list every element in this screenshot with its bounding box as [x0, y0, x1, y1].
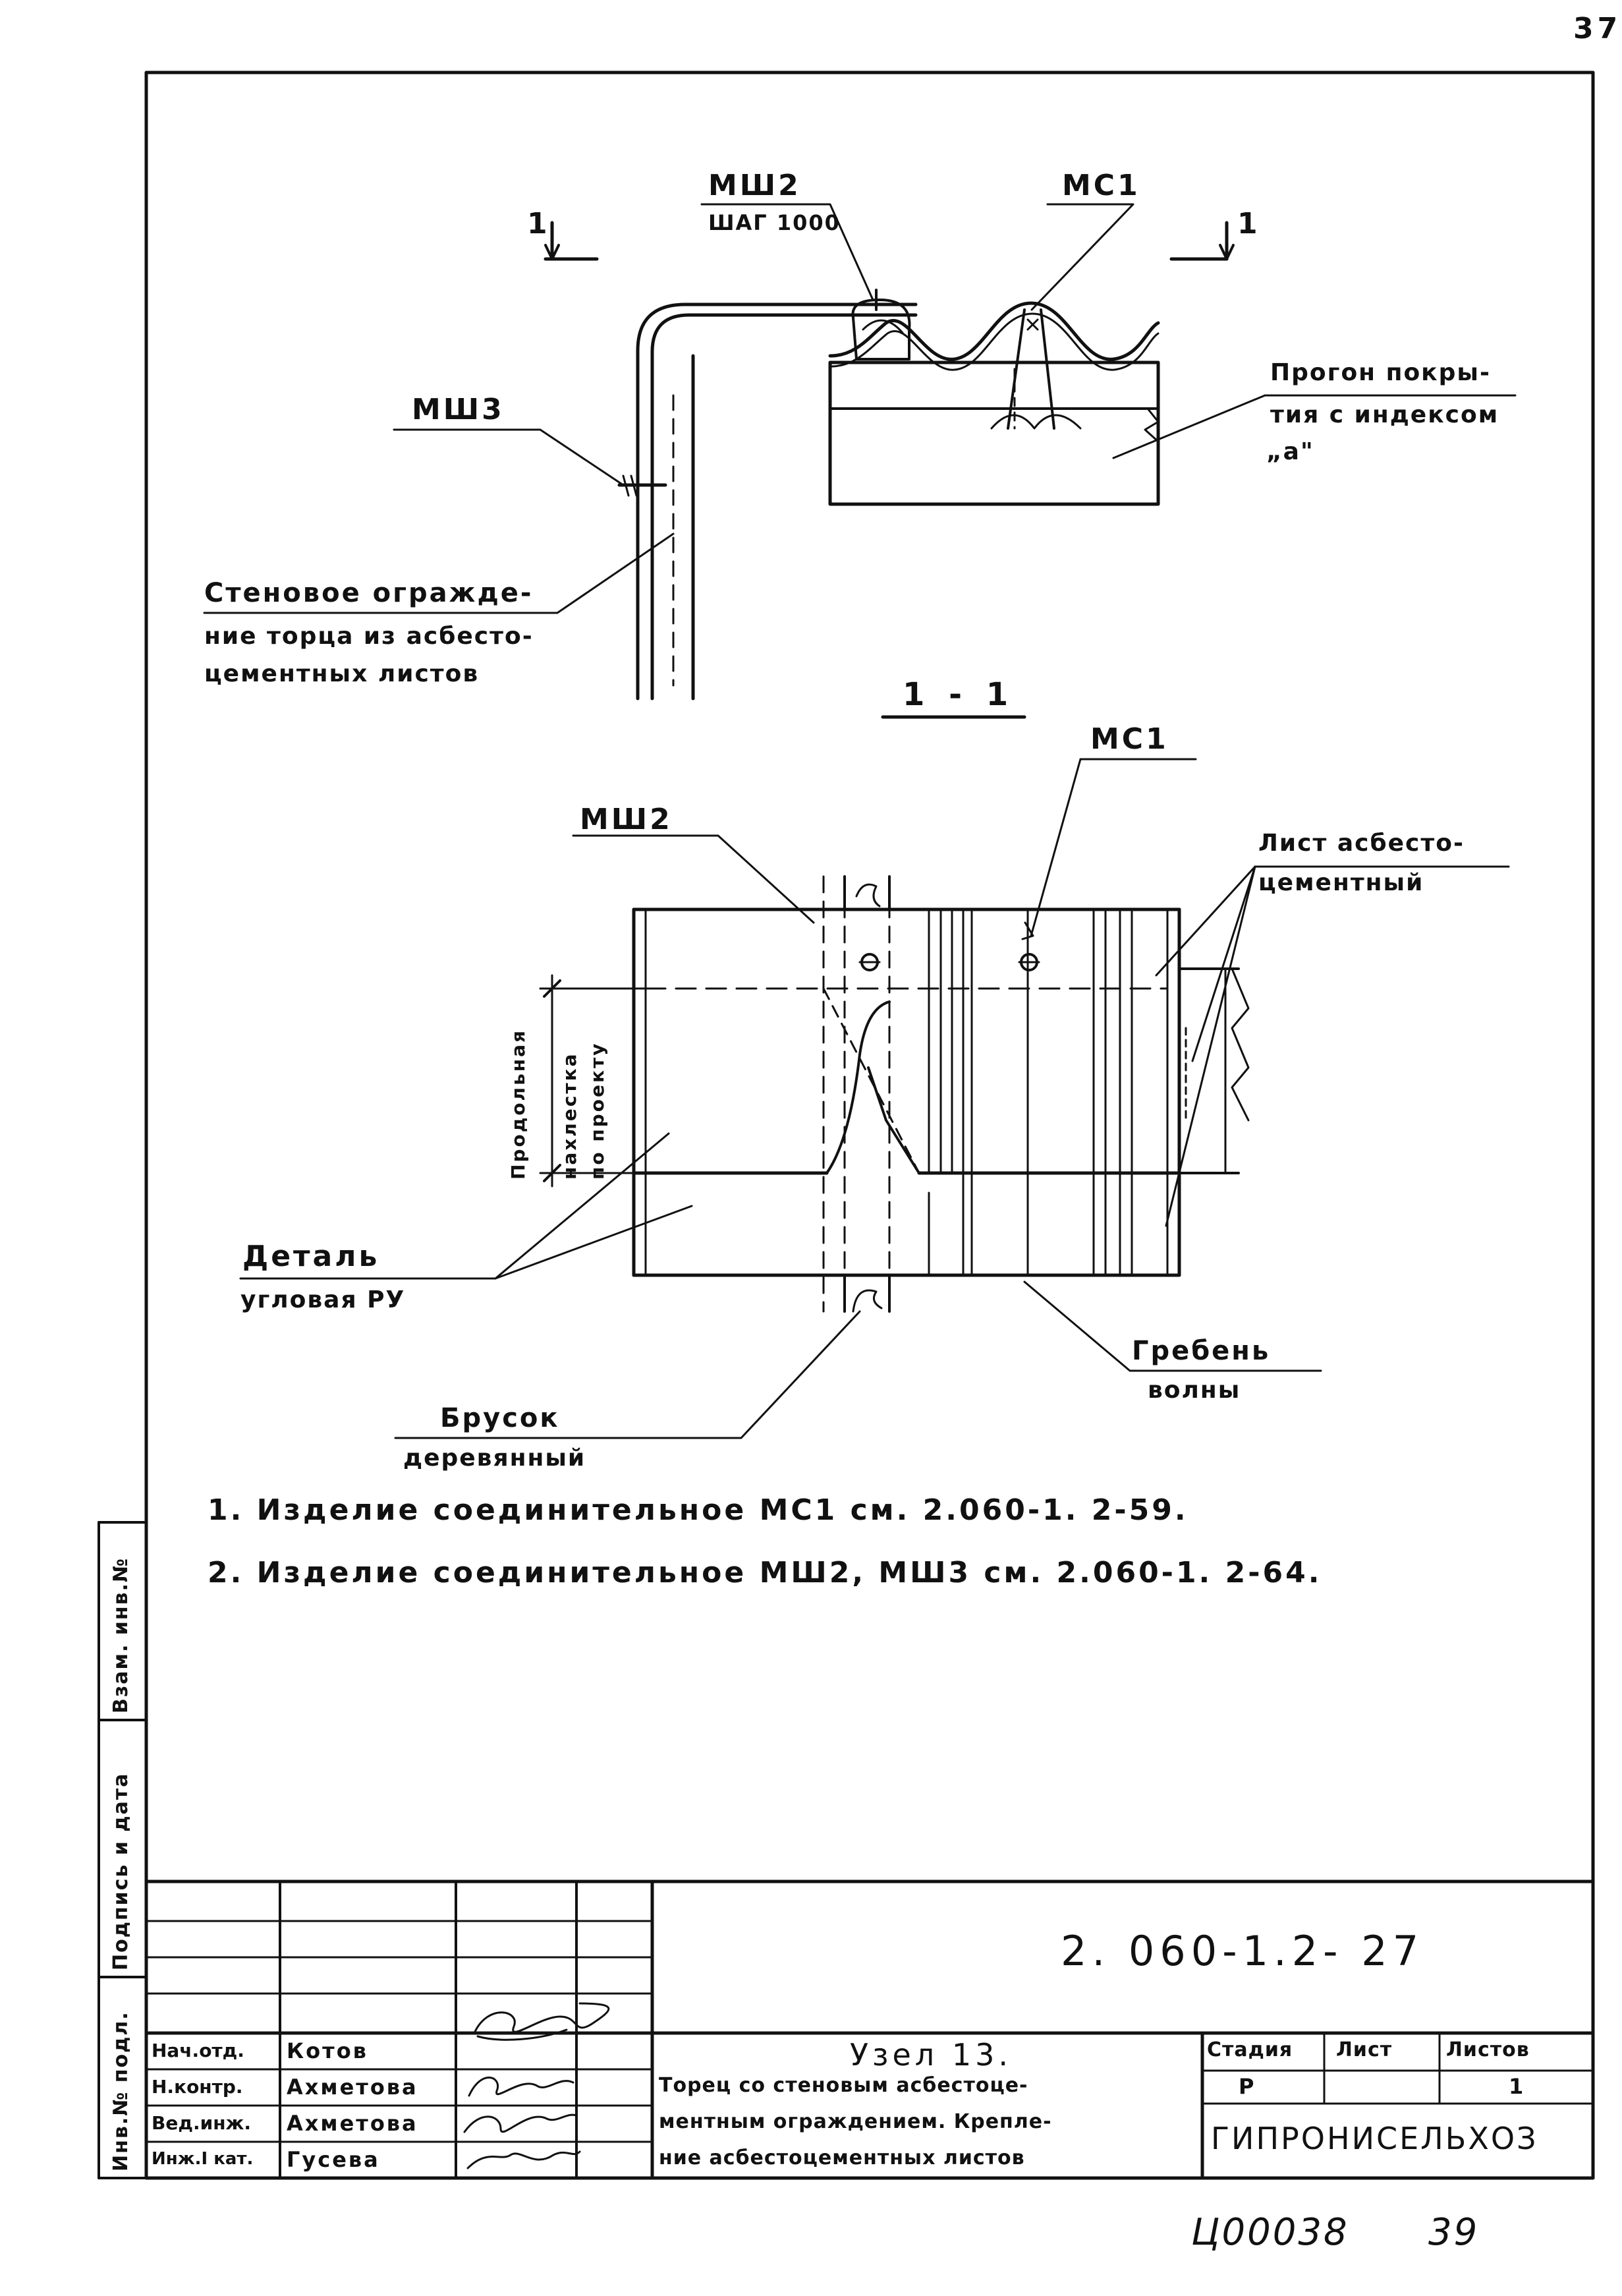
bottom-number: 39	[1428, 2211, 1480, 2254]
label-wall-2: ние торца из асбесто-	[204, 623, 534, 650]
organization: ГИПРОНИСЕЛЬХОЗ	[1211, 2121, 1538, 2156]
margin-sign-date: Подпись и дата	[109, 1772, 132, 1970]
label-step: ШАГ 1000	[708, 210, 841, 235]
label-overlap-3: по проекту	[586, 1041, 608, 1180]
section-mark-left: 1	[527, 207, 550, 241]
label-msh2-section: МШ2	[580, 803, 673, 836]
page-number: 37	[1573, 12, 1622, 45]
title-line-3: ментным ограждением. Крепле-	[659, 2110, 1052, 2133]
bottom-code: Ц00038	[1191, 2211, 1349, 2254]
staff-name-2: Ахметова	[287, 2075, 418, 2100]
margin-inv-replaced: Взам. инв.№	[109, 1557, 132, 1713]
title-line-4: ние асбестоцементных листов	[659, 2146, 1025, 2169]
margin-inv-original: Инв.№ подл.	[109, 2011, 132, 2171]
label-wall-1: Стеновое огражде-	[204, 578, 534, 608]
label-ms1-top: МС1	[1062, 169, 1140, 202]
label-sheet-1: Лист асбесто-	[1258, 830, 1465, 857]
staff-role-1: Нач.отд.	[152, 2040, 244, 2061]
sheets-label: Листов	[1446, 2038, 1530, 2061]
staff-role-3: Вед.инж.	[152, 2112, 252, 2134]
label-msh3: МШ3	[412, 393, 505, 426]
staff-role-2: Н.контр.	[152, 2076, 243, 2098]
label-detail-1: Деталь	[242, 1240, 380, 1273]
signatures	[463, 2002, 610, 2169]
label-purlin-2: тия с индексом	[1270, 401, 1499, 428]
label-detail-2: угловая РУ	[240, 1286, 406, 1313]
label-ridge-2: волны	[1148, 1377, 1241, 1404]
title-line-1: Узел 13.	[850, 2037, 1012, 2073]
label-overlap-1: Продольная	[507, 1029, 529, 1180]
corrugated-sheet	[828, 301, 1160, 361]
label-ridge-1: Гребень	[1132, 1336, 1271, 1366]
section-title: 1 - 1	[903, 676, 1015, 713]
label-overlap-2: нахлестка	[559, 1052, 580, 1180]
sheets-value: 1	[1509, 2074, 1524, 2099]
label-sheet-2: цементный	[1258, 869, 1424, 896]
label-ms1-section: МС1	[1090, 722, 1169, 756]
note-2: 2. Изделие соединительное МШ2, МШ3 см. 2…	[208, 1556, 1322, 1590]
staff-role-4: Инж.I кат.	[152, 2149, 254, 2169]
label-bar-1: Брусок	[440, 1403, 560, 1433]
doc-code: 2. 060-1.2- 27	[1061, 1927, 1424, 1975]
staff-name-3: Ахметова	[287, 2111, 418, 2136]
label-purlin-1: Прогон покры-	[1270, 359, 1491, 386]
label-wall-3: цементных листов	[204, 660, 480, 687]
label-purlin-3: „а"	[1266, 438, 1314, 465]
purlin	[828, 360, 1160, 506]
title-line-2: Торец со стеновым асбестоце-	[659, 2074, 1028, 2097]
staff-name-4: Гусева	[287, 2147, 380, 2172]
stage-value: Р	[1239, 2074, 1254, 2099]
sheet-label: Лист	[1336, 2038, 1393, 2061]
stage-label: Стадия	[1207, 2038, 1293, 2061]
staff-name-1: Котов	[287, 2038, 368, 2063]
section-mark-right: 1	[1237, 207, 1260, 241]
label-bar-2: деревянный	[403, 1445, 586, 1472]
note-1: 1. Изделие соединительное МС1 см. 2.060-…	[208, 1493, 1189, 1527]
label-msh2-top: МШ2	[708, 169, 801, 202]
drawing-frame	[144, 71, 1595, 2180]
